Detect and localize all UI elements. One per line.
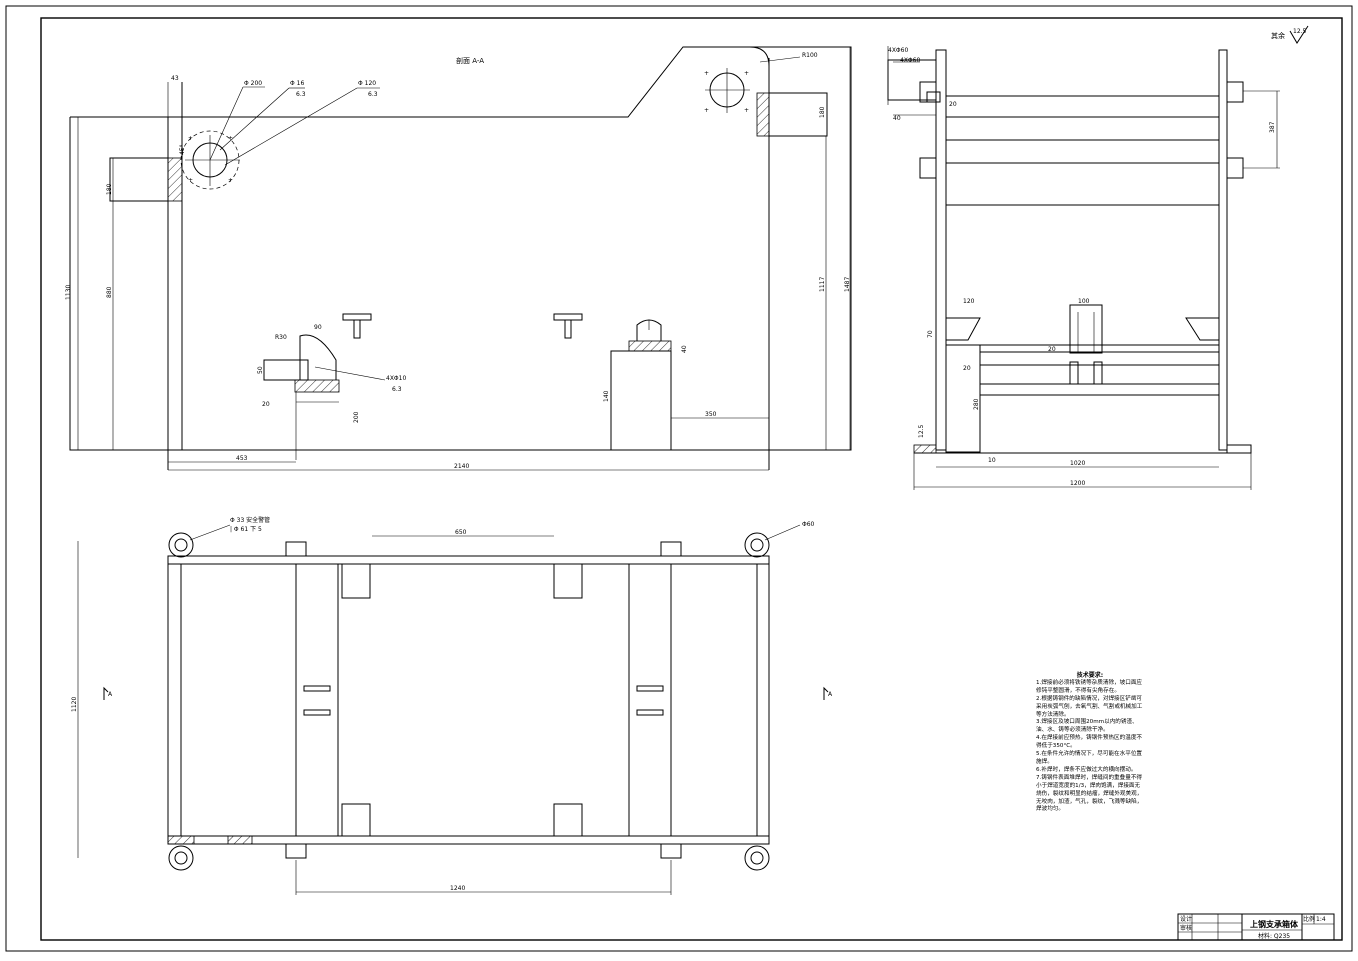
svg-text:40: 40 bbox=[893, 115, 901, 122]
svg-text:+: + bbox=[744, 107, 749, 114]
svg-text:6.3: 6.3 bbox=[296, 91, 306, 98]
svg-text:90: 90 bbox=[314, 324, 322, 331]
tech-note-1: 1.焊接前必须将铁锈等杂质清除，坡口面应修钝平整圆滑，不得有尖角存在。 bbox=[1036, 679, 1143, 694]
roughness-other-text: 其余 bbox=[1271, 31, 1285, 40]
svg-text:1487: 1487 bbox=[844, 277, 851, 292]
top-view: 650 Φ 33 安全警管 | Φ 61 下 5 Φ60 1120 1240 A… bbox=[71, 516, 833, 895]
roughness-value-text: 12.5 bbox=[1293, 28, 1307, 35]
tech-note-6: 6.补焊时，焊条不应做过大的横向摆动。 bbox=[1036, 766, 1137, 773]
svg-text:1120: 1120 bbox=[71, 697, 78, 712]
svg-text:453: 453 bbox=[236, 455, 248, 462]
svg-text:45°: 45° bbox=[179, 144, 186, 155]
svg-text:40: 40 bbox=[681, 345, 688, 353]
svg-text:1117: 1117 bbox=[819, 277, 826, 292]
svg-text:设计: 设计 bbox=[1180, 915, 1192, 923]
outer-border bbox=[5, 5, 1353, 952]
tech-note-3: 3.焊接区及坡口周围20mm以内的锈渣、油、水、铸等必须清除干净。 bbox=[1036, 719, 1138, 734]
title-block: 设计 审核 上钢支承箱体 材料: Q235 比例 1:4 bbox=[1177, 913, 1335, 941]
svg-text:120: 120 bbox=[963, 298, 975, 305]
side-view: 4XΦ60 4XΦ60 20 40 387 120 100 70 20 20 2… bbox=[887, 46, 1280, 490]
technical-notes: 技术要求: 1.焊接前必须将铁锈等杂质清除，坡口面应修钝平整圆滑，不得有尖角存在… bbox=[1036, 672, 1144, 814]
tech-note-7: 7.铸钢件表面堆焊时，焊缝间的重叠量不得小于焊道宽度的1/3，焊肉饱满，焊接面无… bbox=[1036, 774, 1143, 813]
svg-text:A: A bbox=[828, 691, 833, 698]
svg-text:6.3: 6.3 bbox=[392, 386, 402, 393]
section-title: 剖面 A-A bbox=[456, 56, 484, 65]
dim-r100: R100 bbox=[802, 52, 818, 59]
svg-text:180: 180 bbox=[106, 183, 113, 195]
svg-text:650: 650 bbox=[455, 529, 467, 536]
tech-note-2: 2.根据铸钢件的缺陷情况，对焊接区铲凿可采用炭弧气刨，去氧气割、气割或机械加工等… bbox=[1036, 695, 1143, 718]
svg-text:+: + bbox=[744, 70, 749, 77]
dim-d200: Φ 200 bbox=[244, 80, 262, 87]
svg-text:R30: R30 bbox=[275, 334, 287, 341]
svg-text:180: 180 bbox=[819, 106, 826, 118]
svg-text:+: + bbox=[704, 70, 709, 77]
tech-notes-title: 技术要求: bbox=[1076, 672, 1104, 679]
svg-text:280: 280 bbox=[973, 398, 980, 410]
svg-text:+: + bbox=[228, 177, 233, 184]
tech-note-4: 4.在焊接前应预热，铸钢件预热区的温度不得低于350°C。 bbox=[1036, 735, 1143, 750]
svg-text:1240: 1240 bbox=[450, 885, 465, 892]
svg-text:70: 70 bbox=[927, 330, 934, 338]
svg-text:| Φ 61 下 5: | Φ 61 下 5 bbox=[230, 526, 262, 533]
svg-text:A: A bbox=[108, 691, 113, 698]
svg-text:1:4: 1:4 bbox=[1316, 916, 1326, 923]
svg-text:比例: 比例 bbox=[1303, 915, 1315, 923]
svg-text:1200: 1200 bbox=[1070, 480, 1085, 487]
svg-text:Φ60: Φ60 bbox=[802, 521, 815, 528]
svg-text:100: 100 bbox=[1078, 298, 1090, 305]
svg-text:20: 20 bbox=[963, 365, 971, 372]
svg-text:43: 43 bbox=[171, 75, 179, 82]
svg-text:12.5: 12.5 bbox=[918, 424, 925, 438]
svg-text:审核: 审核 bbox=[1180, 924, 1192, 932]
dim-d16: Φ 16 bbox=[290, 80, 304, 87]
svg-text:10: 10 bbox=[988, 457, 996, 464]
inner-border bbox=[40, 17, 1343, 941]
svg-text:50: 50 bbox=[257, 366, 264, 374]
svg-text:6.3: 6.3 bbox=[368, 91, 378, 98]
svg-text:4XΦ60: 4XΦ60 bbox=[888, 47, 908, 54]
svg-text:4XΦ60: 4XΦ60 bbox=[900, 57, 920, 64]
svg-text:387: 387 bbox=[1269, 121, 1276, 133]
svg-text:+: + bbox=[704, 107, 709, 114]
svg-text:200: 200 bbox=[353, 411, 360, 423]
svg-text:20: 20 bbox=[1048, 346, 1056, 353]
svg-text:140: 140 bbox=[603, 390, 610, 402]
svg-text:4XΦ10: 4XΦ10 bbox=[386, 375, 406, 382]
svg-text:1020: 1020 bbox=[1070, 460, 1085, 467]
svg-text:Φ 33 安全警管: Φ 33 安全警管 bbox=[230, 516, 270, 524]
svg-text:+: + bbox=[188, 135, 193, 142]
svg-text:+: + bbox=[228, 135, 233, 142]
svg-text:20: 20 bbox=[262, 401, 270, 408]
roughness-mark: 其余 12.5 bbox=[1271, 25, 1309, 44]
svg-text:880: 880 bbox=[106, 286, 113, 298]
svg-text:350: 350 bbox=[705, 411, 717, 418]
svg-text:2140: 2140 bbox=[454, 463, 469, 470]
dim-d120: Φ 120 bbox=[358, 80, 376, 87]
svg-text:材料: Q235: 材料: Q235 bbox=[1258, 932, 1290, 940]
section-view: 剖面 A-A + + + + Φ 200 Φ 16 6.3 Φ 120 6.3 bbox=[65, 46, 852, 471]
part-name: 上钢支承箱体 bbox=[1250, 919, 1299, 929]
svg-text:1130: 1130 bbox=[65, 285, 72, 300]
tech-note-5: 5.在条件允许的情况下，尽可能在水平位置施焊。 bbox=[1036, 751, 1143, 765]
svg-text:+: + bbox=[188, 177, 193, 184]
svg-text:20: 20 bbox=[949, 101, 957, 108]
